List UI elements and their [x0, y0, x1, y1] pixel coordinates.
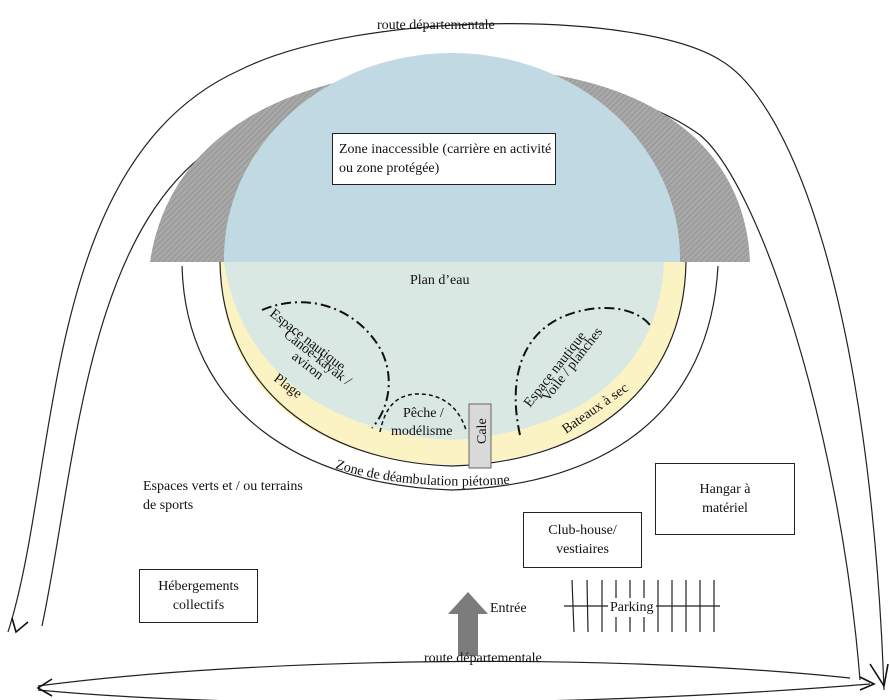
hangar-box: Hangar à matériel — [655, 463, 795, 535]
arrow-head-icon — [11, 617, 889, 697]
road-top-label: route départementale — [377, 18, 495, 33]
water-body — [224, 262, 664, 440]
road-bottom-edge-top — [37, 660, 851, 687]
clubhouse-box: Club-house/ vestiaires — [523, 512, 642, 568]
lodging-label: Hébergements collectifs — [158, 579, 239, 613]
fishing-zone-label-1: Pêche / — [403, 406, 444, 421]
lodging-box: Hébergements collectifs — [139, 569, 258, 623]
entrance-label: Entrée — [490, 601, 527, 616]
road-bottom-label: route départementale — [424, 651, 542, 666]
walkway-inner — [219, 261, 687, 467]
hangar-label: Hangar à matériel — [699, 482, 751, 516]
inaccessible-zone-label: Zone inaccessible (carrière en activité … — [339, 142, 552, 176]
canoe-zone-boundary — [261, 301, 390, 429]
fishing-zone-boundary — [379, 393, 467, 433]
road-bottom-edge-bottom — [37, 683, 871, 700]
water-label: Plan d’eau — [410, 273, 470, 288]
parking-label: Parking — [608, 598, 656, 617]
green-spaces-label: Espaces verts et / ou terrains de sports — [143, 479, 303, 513]
sail-zone-boundary — [514, 307, 653, 436]
fishing-zone-label-2: modélisme — [391, 424, 452, 439]
slipway — [468, 403, 492, 469]
up-arrow-icon — [448, 592, 488, 656]
road-outer-edge — [7, 23, 885, 691]
inaccessible-zone-box: Zone inaccessible (carrière en activité … — [332, 133, 556, 185]
walkway-outer — [181, 265, 719, 491]
slipway-label: Cale — [475, 418, 490, 444]
clubhouse-label: Club-house/ vestiaires — [548, 523, 617, 557]
